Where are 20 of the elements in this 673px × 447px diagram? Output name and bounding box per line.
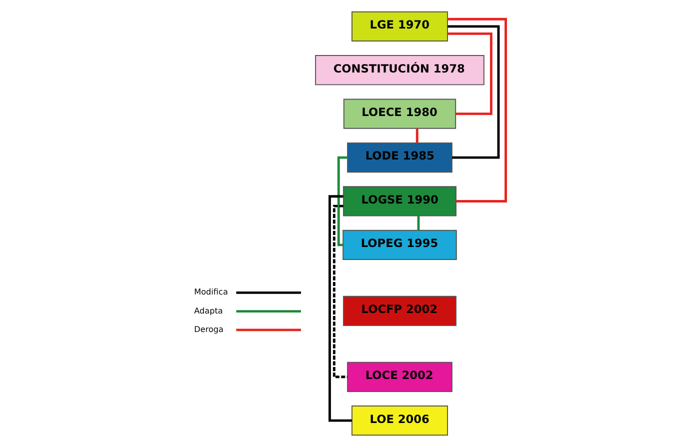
connector — [416, 216, 420, 230]
node-box: LOPEG 1995 — [342, 230, 456, 260]
node-box: LOGSE 1990 — [342, 186, 456, 216]
connector — [336, 156, 347, 246]
connector — [332, 204, 347, 378]
node-box: CONSTITUCIÓN 1978 — [314, 55, 484, 86]
node-box: LOCE 2002 — [346, 362, 452, 392]
legend-label: Modifica — [194, 286, 228, 297]
node-box: LODE 1985 — [346, 142, 452, 173]
connector — [415, 128, 418, 143]
legend-label: Deroga — [194, 324, 223, 334]
legend-label: Adapta — [194, 305, 222, 316]
node-box: LGE 1970 — [351, 11, 448, 42]
connector — [328, 195, 352, 422]
node-box: LOCFP 2002 — [342, 296, 456, 326]
node-box: LOECE 1980 — [342, 98, 456, 129]
connector — [447, 25, 500, 159]
connector — [447, 32, 492, 116]
connector — [447, 18, 506, 202]
node-box: LOE 2006 — [351, 406, 448, 436]
